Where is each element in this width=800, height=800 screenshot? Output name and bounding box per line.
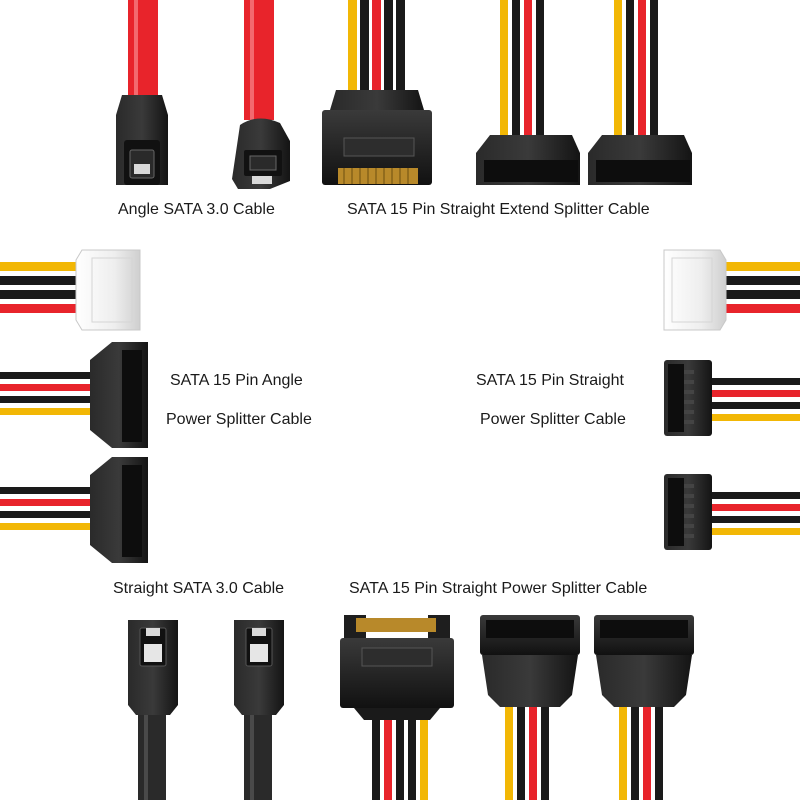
label-straight-power-splitter: SATA 15 Pin Straight Power Splitter Cabl…: [349, 580, 648, 597]
label-straight-sata: Straight SATA 3.0 Cable: [113, 580, 285, 597]
extend-splitter-female-2: [588, 0, 692, 185]
angle-power-connector-1: [90, 342, 148, 448]
label-angle-power-line1: SATA 15 Pin Angle: [170, 372, 303, 389]
straight-sata-cable-left: [128, 620, 178, 800]
label-angle-sata: Angle SATA 3.0 Cable: [118, 201, 275, 218]
angle-sata-cable-left: [116, 0, 168, 185]
label-angle-power-line2: Power Splitter Cable: [166, 411, 312, 428]
power-splitter-female-2: [594, 615, 694, 800]
straight-power-molex-wires: [712, 262, 800, 313]
label-straight-power-line2: Power Splitter Cable: [480, 411, 626, 428]
angle-power-connector-1-wires: [0, 372, 96, 415]
molex-connector-left: [75, 249, 141, 331]
extend-splitter-male: [322, 0, 432, 185]
angle-sata-cable-right: [232, 0, 290, 189]
straight-power-connector-2-wires: [708, 492, 800, 535]
angle-power-connector-2: [90, 457, 148, 563]
molex-connector-right: [663, 249, 727, 331]
power-splitter-female-1: [480, 615, 580, 800]
extend-splitter-female-1: [476, 0, 580, 185]
straight-power-connector-1-wires: [708, 378, 800, 421]
angle-power-molex-wires: [0, 262, 92, 313]
angle-power-connector-2-wires: [0, 487, 96, 530]
label-extend-splitter: SATA 15 Pin Straight Extend Splitter Cab…: [347, 201, 650, 218]
straight-sata-cable-right: [234, 620, 284, 800]
label-straight-power-line1: SATA 15 Pin Straight: [476, 372, 624, 389]
straight-power-connector-1: [664, 360, 712, 436]
power-splitter-male: [340, 615, 454, 800]
straight-power-connector-2: [664, 474, 712, 550]
